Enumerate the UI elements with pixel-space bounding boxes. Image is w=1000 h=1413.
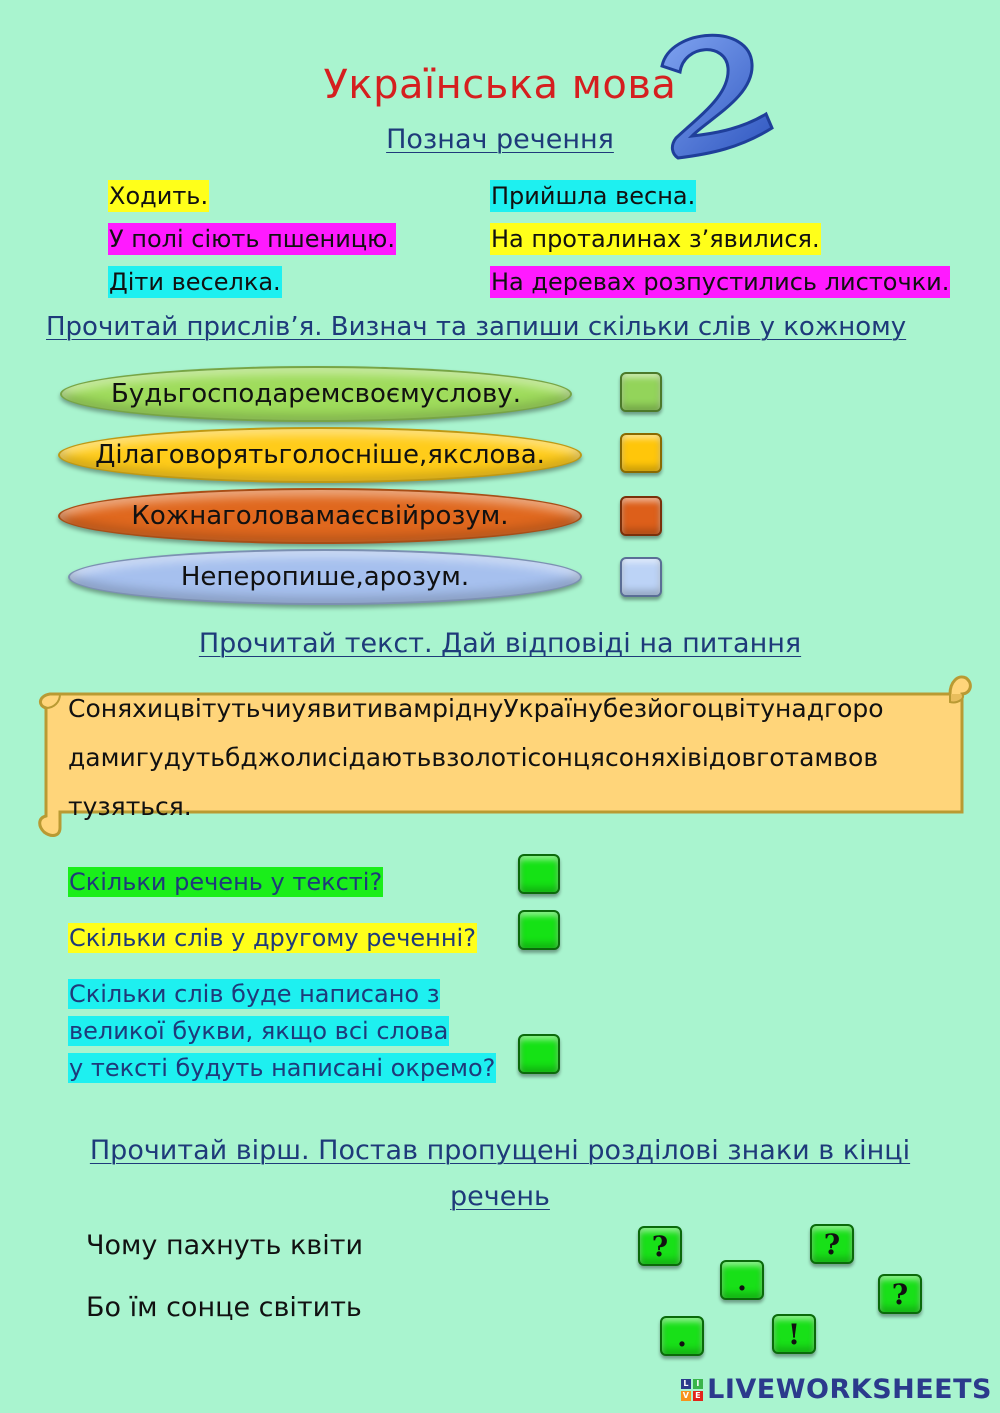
question-answer-box[interactable] (518, 910, 560, 950)
question-answer-box[interactable] (518, 854, 560, 894)
grade-two-logo (660, 33, 774, 160)
punctuation-option[interactable]: ? (878, 1274, 922, 1314)
punctuation-option[interactable]: ? (638, 1226, 682, 1266)
text-scroll-shape (38, 675, 972, 837)
sentence-column-right: Прийшла весна. На проталинах з’явилися. … (490, 180, 951, 298)
poem-line: Бо їм сонце світить (86, 1292, 362, 1323)
sentence-option[interactable]: Ходить. (108, 180, 210, 212)
section-heading-sentences: Познач речення (386, 124, 614, 155)
proverb-answer-box[interactable] (620, 496, 662, 536)
liveworksheets-logo: L I V E LIVEWORKSHEETS (681, 1374, 992, 1405)
page-title: Українська мова (323, 62, 677, 108)
question: Скільки слів буде написано з великої бук… (68, 979, 497, 1083)
poem-line: Чому пахнуть квіти (86, 1230, 363, 1261)
sentence-option[interactable]: На деревах розпустились листочки. (490, 266, 951, 298)
sentence-option[interactable]: Діти веселка. (108, 266, 282, 298)
reading-text-line: СоняхицвітутьчиуявитивамріднуУкраїнубезй… (68, 694, 884, 723)
proverb-pill: Неперопише,арозум. (68, 549, 582, 605)
proverb-pill: Будьгосподаремсвоємуслову. (60, 366, 572, 422)
proverb-pill: Кожнаголовамаєсвійрозум. (58, 488, 582, 544)
punctuation-option[interactable]: . (720, 1260, 764, 1300)
reading-text-line: тузяться. (68, 792, 192, 821)
sentence-column-left: Ходить. У полі сіють пшеницю. Діти весел… (108, 180, 396, 298)
punctuation-option[interactable]: ! (772, 1314, 816, 1354)
section-heading-poem: Прочитай вірш. Постав пропущені розділов… (0, 1128, 1000, 1220)
reading-text: СоняхицвітутьчиуявитивамріднуУкраїнубезй… (68, 684, 958, 831)
proverb-answer-box[interactable] (620, 557, 662, 597)
reading-text-line: дамигудутьбджолисідаютьвзолотісонцясонях… (68, 743, 879, 772)
poem-heading-line: Прочитай вірш. Постав пропущені розділов… (89, 1135, 911, 1166)
logo-blocks: L I V E (681, 1378, 704, 1401)
proverb-answer-box[interactable] (620, 372, 662, 412)
question: Скільки слів у другому реченні? (68, 923, 477, 953)
sentence-option[interactable]: Прийшла весна. (490, 180, 697, 212)
proverb-answer-box[interactable] (620, 433, 662, 473)
question: Скільки речень у тексті? (68, 867, 384, 897)
question-answer-box[interactable] (518, 1034, 560, 1074)
proverb-pill: Ділаговорятьголосніше,якслова. (58, 427, 582, 483)
section-heading-proverbs: Прочитай прислів’я. Визнач та запиши скі… (46, 312, 907, 342)
punctuation-option[interactable]: ? (810, 1224, 854, 1264)
section-heading-reading: Прочитай текст. Дай відповіді на питання (198, 628, 802, 659)
sentence-option[interactable]: У полі сіють пшеницю. (108, 223, 396, 255)
punctuation-option[interactable]: . (660, 1316, 704, 1356)
sentence-option[interactable]: На проталинах з’явилися. (490, 223, 821, 255)
poem-heading-line: речень (450, 1181, 550, 1212)
logo-text: LIVEWORKSHEETS (707, 1374, 992, 1405)
